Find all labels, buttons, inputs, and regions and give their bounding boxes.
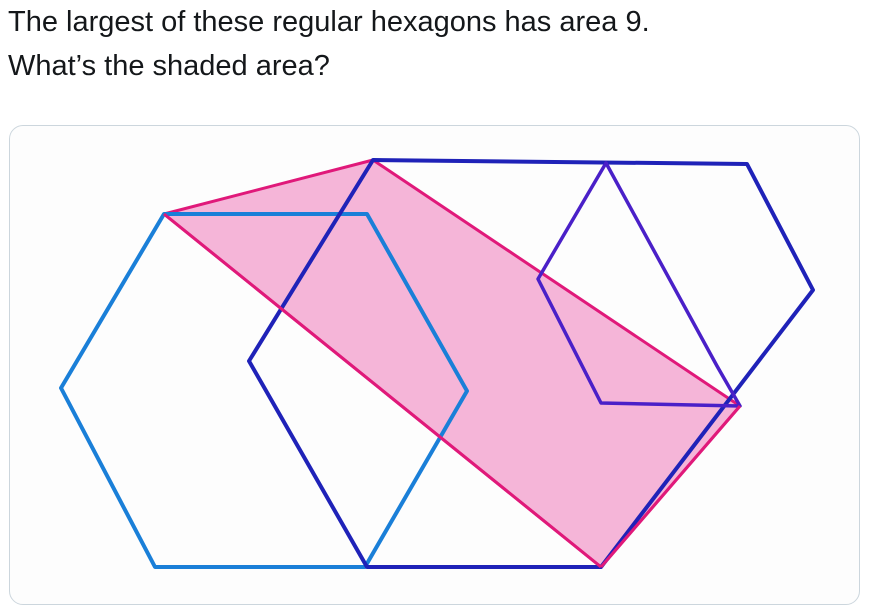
question-text: The largest of these regular hexagons ha… [8, 0, 858, 88]
question-line-2: What’s the shaded area? [8, 50, 330, 82]
shaded-edge-right [599, 405, 742, 568]
hexagon-figure [59, 158, 815, 569]
question-line-1: The largest of these regular hexagons ha… [8, 6, 650, 38]
shaded-edge-bottom [163, 212, 602, 569]
medium-hexagon [536, 161, 742, 408]
figure-card[interactable] [9, 125, 860, 605]
